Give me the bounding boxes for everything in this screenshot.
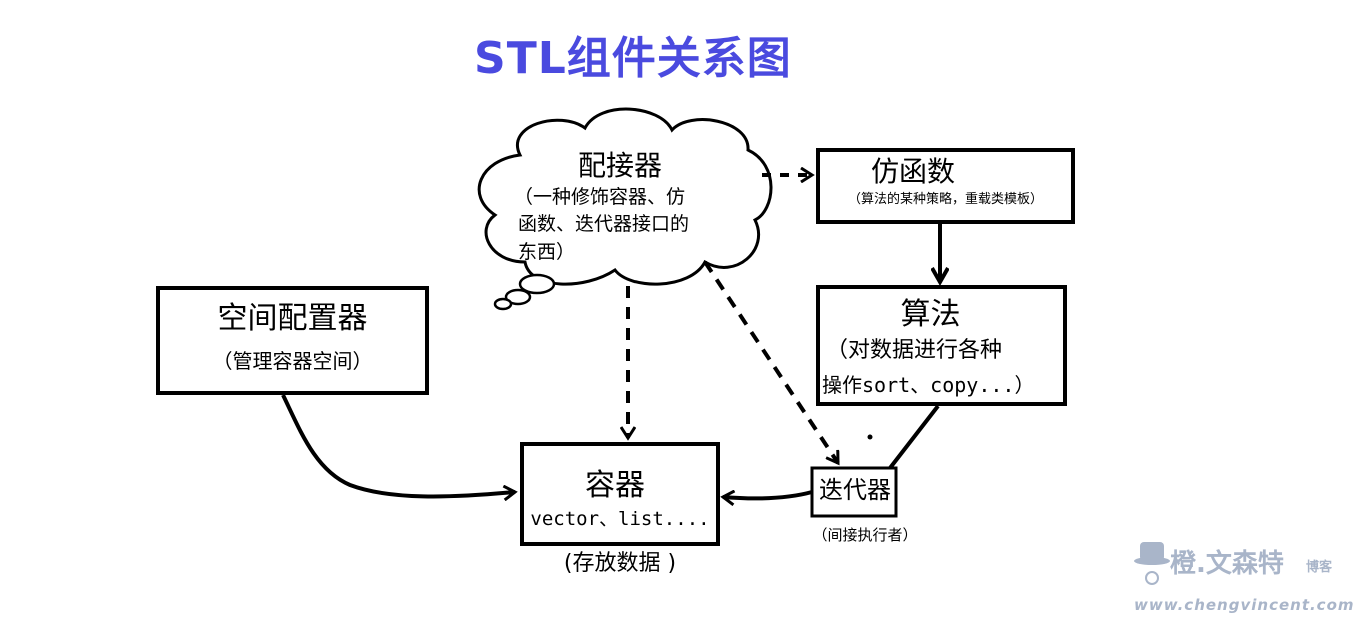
cloud-bubble-large [518, 273, 556, 295]
cloud-bubble-small [493, 297, 513, 311]
functor-box [816, 148, 1075, 224]
adapter-desc-line2: 函数、迭代器接口的 [518, 213, 690, 235]
container-note: (存放数据 ) [563, 551, 677, 576]
container-label: 容器 [585, 468, 645, 503]
iterator-label: 迭代器 [819, 476, 891, 504]
iterator-box [810, 466, 898, 518]
watermark-brand: 橙.文森特 [1170, 549, 1284, 579]
hat-icon [1134, 542, 1170, 585]
watermark-url: www.chengvincent.com [1134, 596, 1355, 614]
edge-allocator-container [281, 394, 515, 496]
edge-adapter-iterator [703, 260, 840, 463]
adapter-desc-line1: （一种修饰容器、仿 [514, 186, 686, 208]
iterator-note: （间接执行者） [812, 526, 918, 544]
allocator-desc: （管理容器空间） [212, 349, 373, 373]
allocator-box [156, 286, 429, 395]
container-examples: vector、list.... [530, 508, 710, 530]
algorithm-desc-line1: （对数据进行各种 [826, 338, 1003, 363]
edge-algorithm-iterator [888, 404, 940, 470]
algorithm-desc-line2: 操作sort、copy...） [822, 373, 1035, 397]
adapter-label: 配接器 [577, 149, 662, 182]
algorithm-box [816, 285, 1067, 406]
algorithm-label: 算法 [900, 297, 961, 332]
adapter-cloud [477, 107, 773, 286]
allocator-label: 空间配置器 [217, 301, 368, 336]
container-box [520, 442, 720, 546]
edge-iterator-container [723, 492, 813, 498]
functor-label: 仿函数 [870, 155, 955, 188]
cloud-bubble-medium [504, 288, 532, 306]
watermark-suffix: 博客 [1306, 560, 1333, 575]
stray-dot [867, 434, 873, 440]
functor-desc: （算法的某种策略，重载类模板） [847, 192, 1043, 207]
diagram-title: STL组件关系图 [474, 33, 792, 84]
adapter-desc-line3: 东西） [518, 241, 576, 263]
